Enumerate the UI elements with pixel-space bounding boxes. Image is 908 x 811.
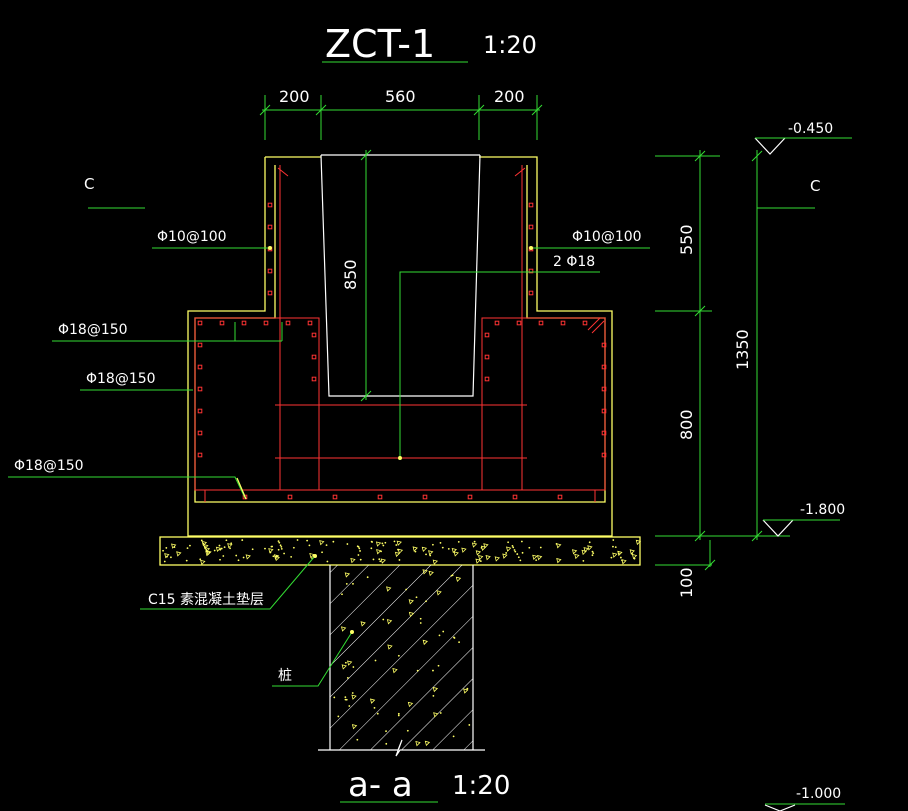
svg-text:C: C [84, 175, 94, 193]
svg-text:Φ18@150: Φ18@150 [14, 458, 84, 474]
leader-left-2: Φ18@150 [80, 371, 193, 391]
svg-text:Φ18@150: Φ18@150 [86, 371, 156, 387]
svg-text:Φ10@100: Φ10@100 [157, 229, 227, 245]
grid-label-right: C [757, 177, 820, 209]
elevation-lower-label: -1.000 [796, 786, 841, 802]
elevation-top-label: -0.450 [788, 121, 833, 137]
svg-text:Φ18@150: Φ18@150 [58, 322, 128, 338]
svg-text:C: C [810, 177, 820, 195]
leader-right-mid: 2 Φ18 [398, 254, 600, 460]
title-scale: 1:20 [483, 31, 537, 59]
dim-top-left: 200 [279, 87, 310, 106]
dim-right-550: 550 [677, 224, 696, 255]
dim-right-1350: 1350 [733, 329, 752, 370]
drawing-title: ZCT-1 1:20 [322, 22, 537, 66]
column-socket [320, 154, 481, 397]
section-scale: 1:20 [452, 771, 510, 801]
elevation-top: -0.450 [754, 121, 852, 155]
note-cushion: C15 素混凝土垫层 [140, 554, 317, 610]
svg-text:C15 素混凝土垫层: C15 素混凝土垫层 [148, 592, 264, 608]
rebar-cage [194, 165, 607, 502]
dim-right-800: 800 [677, 409, 696, 440]
leader-left-1: Φ18@150 [52, 322, 283, 342]
right-dimension-chain: 550 800 1350 100 [655, 150, 790, 598]
svg-text:Φ10@100: Φ10@100 [572, 229, 642, 245]
section-title: a- a 1:20 [340, 765, 510, 805]
dim-top-right: 200 [494, 87, 525, 106]
leader-left-top: Φ10@100 [152, 229, 272, 250]
dim-right-100: 100 [677, 567, 696, 598]
elevation-lower: -1.000 [764, 786, 845, 811]
leader-right-top: Φ10@100 [529, 229, 650, 250]
section-name: a- a [348, 765, 413, 805]
title-name: ZCT-1 [325, 22, 435, 66]
socket-depth-dimension: 850 [341, 149, 372, 402]
elevation-bottom-label: -1.800 [800, 502, 845, 518]
svg-text:2 Φ18: 2 Φ18 [553, 254, 595, 270]
cushion-layer [159, 536, 642, 566]
note-pile: 桩 [272, 630, 354, 687]
grid-label-left: C [84, 175, 145, 209]
top-dimension-chain: 200 560 200 [259, 87, 543, 140]
leader-left-3: Φ18@150 [8, 458, 247, 500]
dim-top-middle: 560 [385, 87, 416, 106]
dim-socket-850: 850 [341, 259, 360, 290]
elevation-bottom: -1.800 [762, 502, 845, 537]
pile [318, 565, 485, 757]
svg-text:桩: 桩 [278, 667, 292, 684]
